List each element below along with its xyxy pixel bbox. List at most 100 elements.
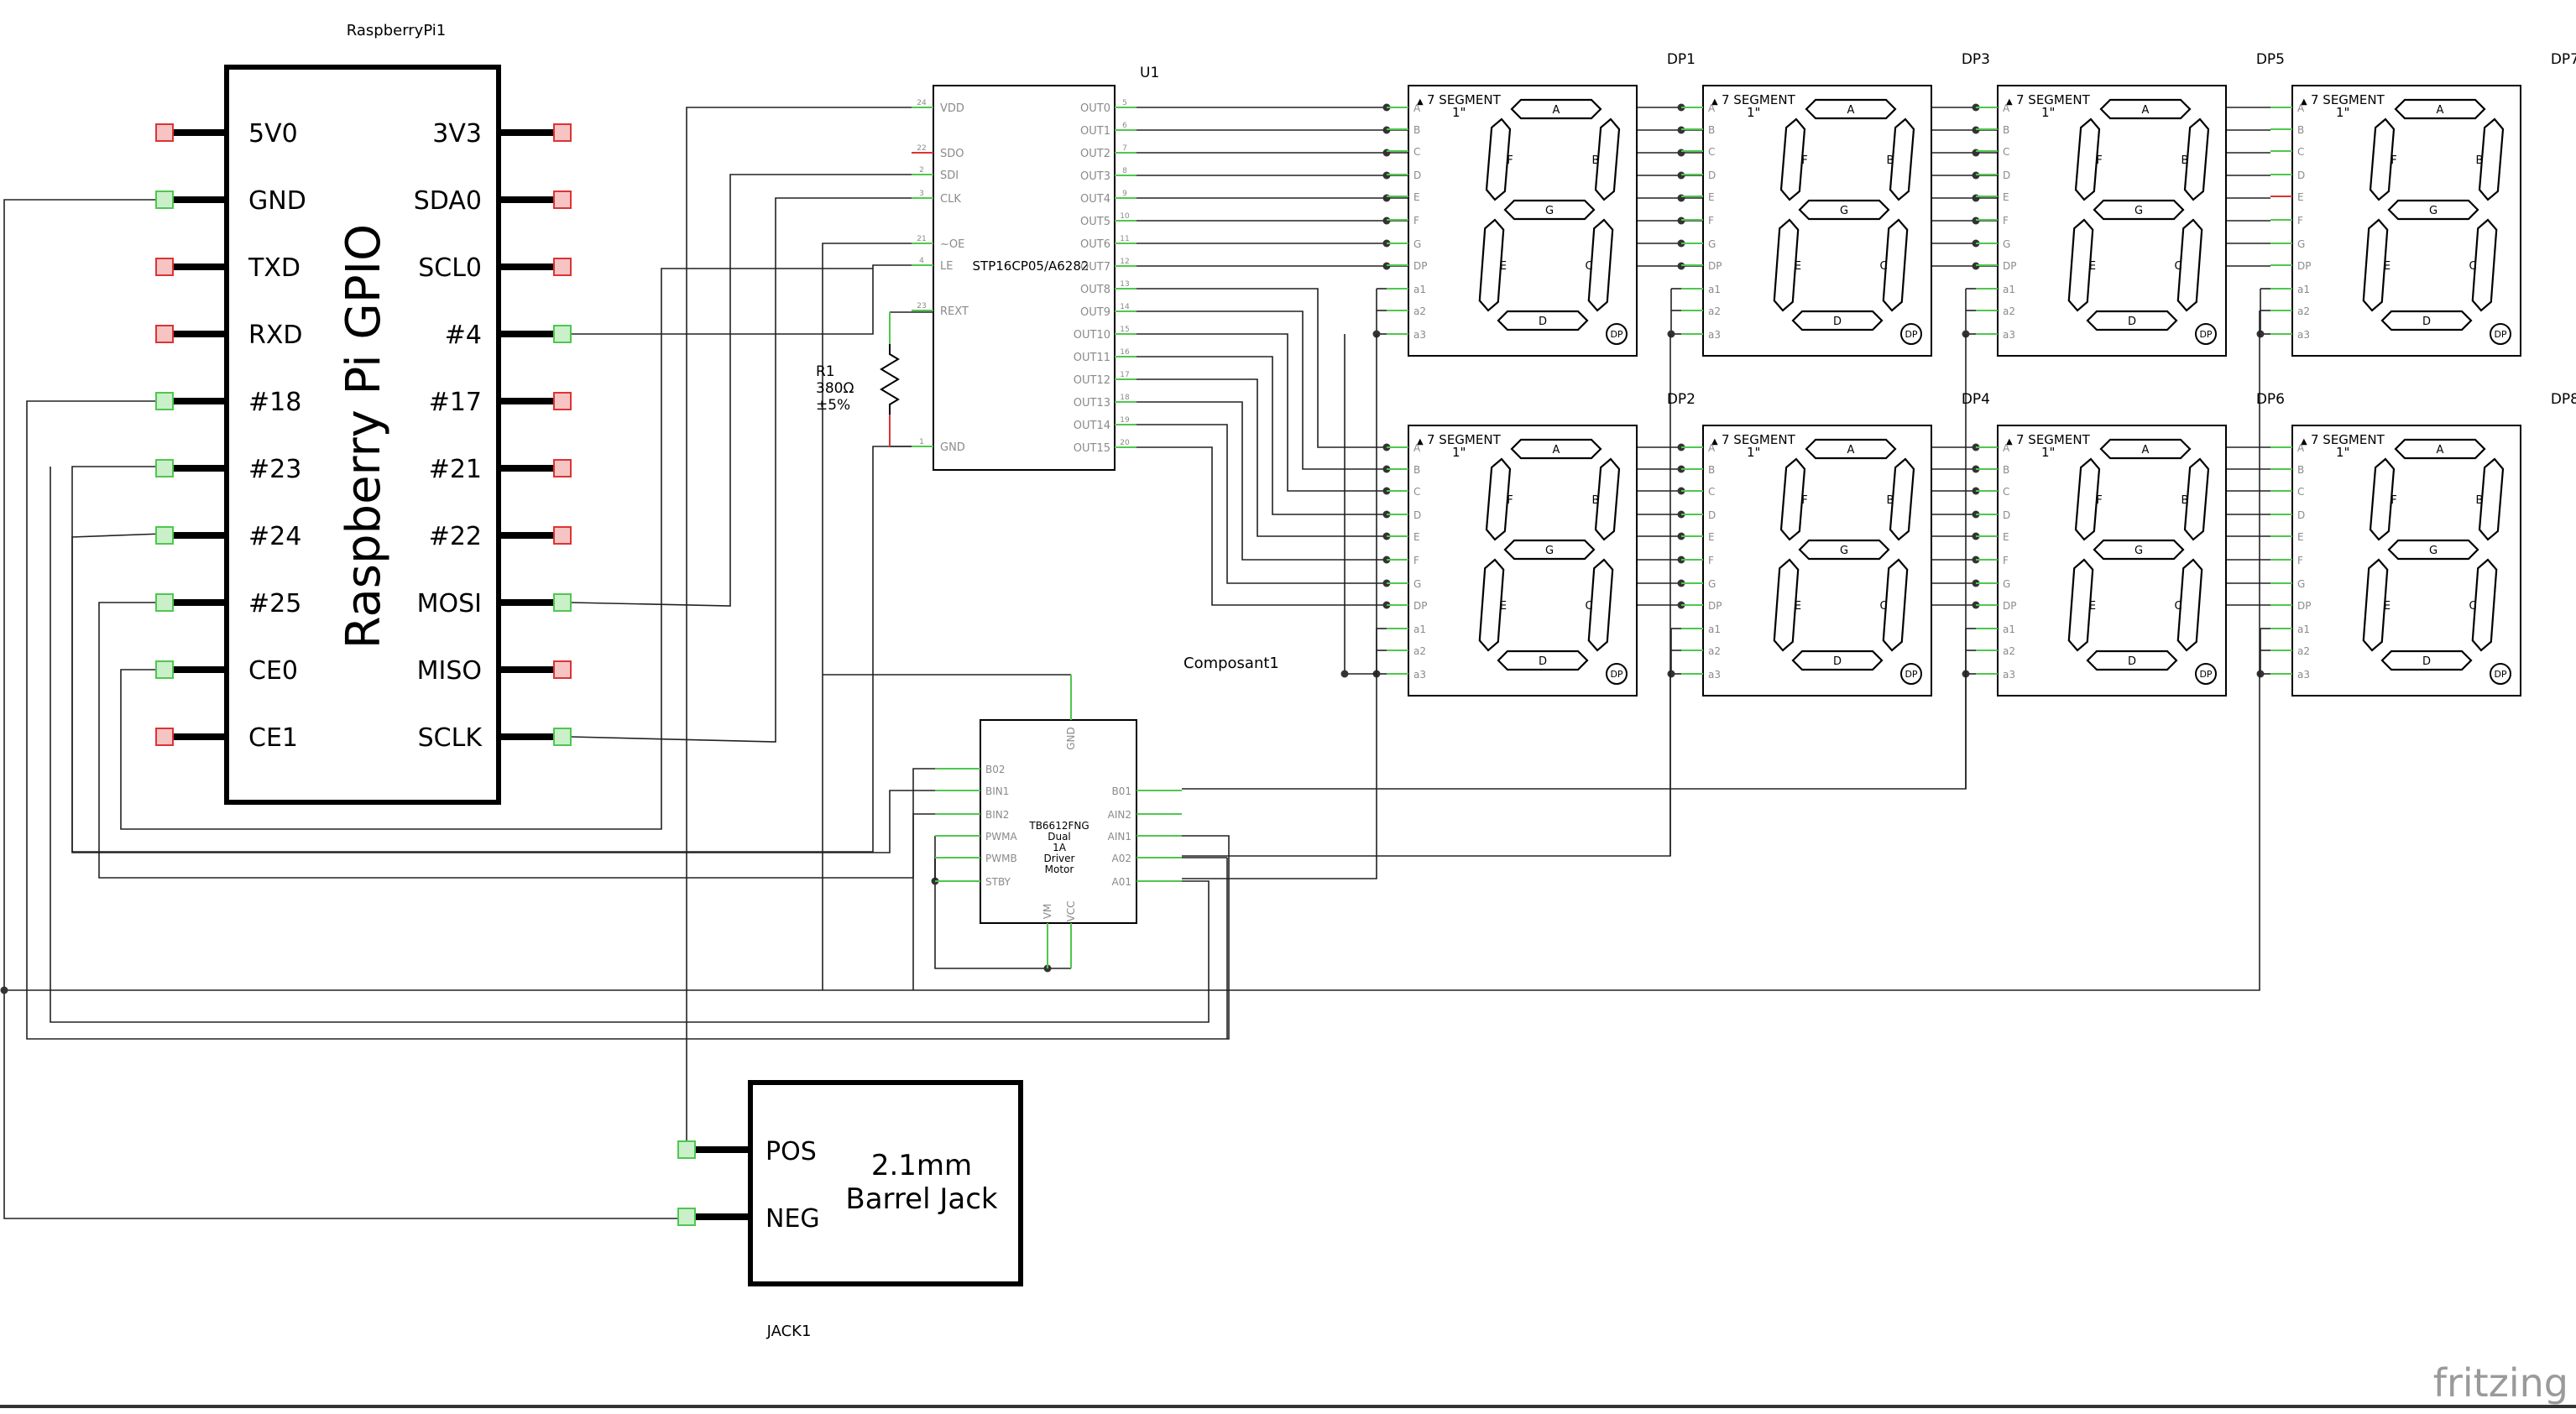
led-driver-pin-num: 8 <box>1122 167 1127 175</box>
rpi-pin-terminal[interactable] <box>553 526 572 545</box>
rpi-pin-label: CE1 <box>248 723 298 753</box>
led-driver-pin-num: 6 <box>1122 122 1127 130</box>
display-pin-name: a1 <box>1413 284 1426 295</box>
rpi-pin-label: MOSI <box>417 589 482 618</box>
anode-wire[interactable] <box>1344 334 1377 675</box>
rpi-pin-terminal[interactable] <box>155 123 174 142</box>
sclk-wire[interactable] <box>570 197 933 743</box>
rpi-pin-terminal[interactable] <box>155 190 174 209</box>
rpi-pin-terminal[interactable] <box>553 123 572 142</box>
display-pin-name: D <box>1708 170 1716 181</box>
oe-wire[interactable] <box>822 243 933 990</box>
jack-neg-terminal[interactable] <box>677 1208 696 1226</box>
ce0-wire[interactable] <box>120 268 873 830</box>
rpi-pin-terminal[interactable] <box>155 459 174 477</box>
rpi-pin-label: SDA0 <box>414 186 482 216</box>
gpio23-wire[interactable] <box>71 446 933 853</box>
mosi-wire[interactable] <box>570 174 933 607</box>
rpi-pin-label: GND <box>248 186 306 216</box>
rpi-pin-terminal[interactable] <box>553 660 572 679</box>
segment-label: B <box>2476 154 2484 167</box>
rpi-pin-terminal[interactable] <box>155 593 174 612</box>
segment-label: E <box>1500 260 1507 273</box>
anode-wire[interactable] <box>4 310 2260 991</box>
rpi-pins: 5V0GNDTXDRXD#18#23#24#25CE0CE13V3SDA0SCL… <box>155 119 572 753</box>
vdd-wire[interactable] <box>686 107 933 1150</box>
segment-a <box>2394 98 2486 120</box>
segment-e <box>1773 558 1800 652</box>
rpi-pin-terminal[interactable] <box>553 190 572 209</box>
gpio18-wire[interactable] <box>26 400 1230 1040</box>
rpi-pin-terminal[interactable] <box>155 728 174 746</box>
gpio24-wire[interactable] <box>71 533 935 853</box>
segment-label: A <box>2437 444 2444 457</box>
junction <box>1972 149 1980 157</box>
segment-a <box>2099 98 2192 120</box>
decimal-point-label: DP <box>1610 669 1622 680</box>
anode-wire[interactable] <box>1182 334 1377 879</box>
raspberry-pi[interactable]: RaspberryPi1 Raspberry Pi GPIO 5V0GNDTXD… <box>155 22 572 805</box>
rpi-pin-terminal[interactable] <box>155 258 174 276</box>
display-pin-name: a3 <box>1413 329 1426 341</box>
rpi-pin-terminal[interactable] <box>553 392 572 410</box>
gnd-wire[interactable] <box>3 199 687 1219</box>
display-pin-name: a3 <box>1413 669 1426 681</box>
led-driver-pin-num: 11 <box>1120 235 1129 243</box>
segment-b <box>1594 457 1621 541</box>
display-pin-name: G <box>2297 238 2305 250</box>
barrel-jack[interactable]: 2.1mm Barrel Jack POS NEG JACK1 <box>677 1080 1023 1340</box>
display-pin-name: a2 <box>2297 645 2310 657</box>
segment-label: F <box>1507 154 1513 167</box>
display-pin-name: G <box>1413 238 1421 250</box>
gpio23-return-wire[interactable] <box>50 467 1210 1023</box>
rpi-pin-terminal[interactable] <box>553 325 572 343</box>
display-pin-name: D <box>2003 170 2010 181</box>
rpi-pin-label: CE0 <box>248 656 298 686</box>
rpi-pin-terminal[interactable] <box>155 660 174 679</box>
rpi-pin-terminal[interactable] <box>553 459 572 477</box>
led-driver-out-name: OUT4 <box>1080 193 1110 206</box>
segment-d <box>1497 650 1589 671</box>
rpi-pin-terminal[interactable] <box>155 392 174 410</box>
motor-pin-name: B02 <box>985 764 1006 775</box>
motor-b02-wire[interactable] <box>912 768 935 990</box>
display-pin-name: DP <box>2297 260 2311 272</box>
segment-f <box>1485 117 1512 201</box>
segment-f <box>2369 457 2396 541</box>
motor-driver-part-line: Dual <box>1048 831 1071 843</box>
rpi-pin-terminal[interactable] <box>155 526 174 545</box>
display-pin-name: DP <box>2003 600 2016 612</box>
motor-pin-name: BIN1 <box>985 785 1009 797</box>
gpio4-wire[interactable] <box>571 264 933 335</box>
segment-f <box>1779 117 1806 201</box>
rpi-pin-terminal[interactable] <box>553 728 572 746</box>
rpi-pin-terminal[interactable] <box>553 258 572 276</box>
segment-b <box>2183 457 2210 541</box>
led-driver-out-name: OUT12 <box>1074 374 1110 387</box>
rpi-pin-label: 5V0 <box>248 119 298 149</box>
rpi-pin-terminal[interactable] <box>553 593 572 612</box>
display-title: 7 SEGMENT <box>2311 432 2385 447</box>
jack-pos-terminal[interactable] <box>677 1140 696 1159</box>
segment-c <box>1882 218 1909 312</box>
decimal-point-label: DP <box>2199 329 2212 340</box>
display-pin-name: a3 <box>1708 669 1721 681</box>
display-pin-name: A <box>1413 102 1421 114</box>
rpi-pin-terminal[interactable] <box>155 325 174 343</box>
gpio25-wire[interactable] <box>98 602 935 879</box>
segment-label: B <box>1887 494 1894 507</box>
segment-label: G <box>1840 205 1848 217</box>
segment-label: F <box>1801 494 1807 507</box>
segment-label: C <box>1879 260 1887 273</box>
resistor-r1[interactable]: R1 380Ω ±5% <box>816 311 933 446</box>
